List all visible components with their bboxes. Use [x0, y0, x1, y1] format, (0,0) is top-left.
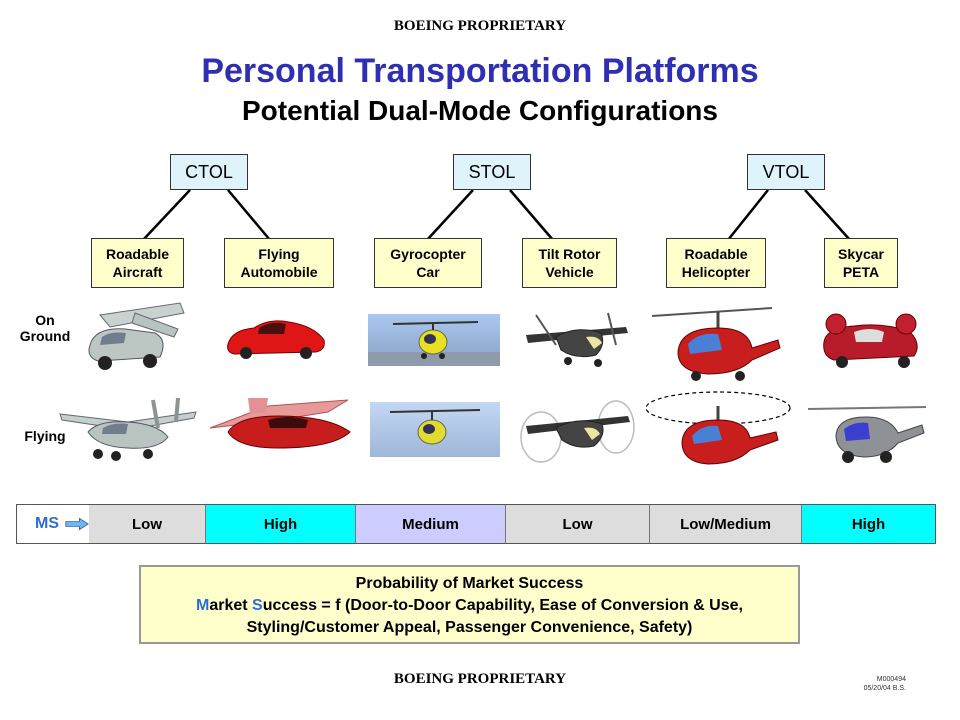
config-line1: Flying: [258, 246, 300, 262]
skycar-peta-ground-image: [823, 313, 918, 368]
box-formula: Market Success = f (Door-to-Door Capabil…: [141, 595, 798, 617]
config-line2: PETA: [842, 264, 880, 280]
flying-automobile-flying-image: [209, 398, 351, 449]
connector-ctol-roadable-aircraft: [142, 189, 191, 241]
box-formula-rest: uccess = f (Door-to-Door Capability, Eas…: [262, 597, 743, 614]
market-success-row: MS Low High Medium Low Low/Medium High: [16, 504, 936, 544]
connector-ctol-flying-automobile: [227, 189, 271, 241]
tree-connectors: [142, 189, 851, 241]
config-line2: Automobile: [240, 264, 318, 280]
ms-label: MS: [35, 515, 59, 532]
page-subtitle: Potential Dual-Mode Configurations: [242, 95, 718, 126]
ms-value-gyrocopter-car: Medium: [355, 505, 505, 543]
row-label-line1: On: [35, 312, 55, 328]
flying-automobile-ground-image: [227, 320, 325, 359]
config-line2: Vehicle: [545, 264, 594, 280]
ms-value-flying-automobile: High: [205, 505, 355, 543]
config-line1: Roadable: [684, 246, 748, 262]
arrow-right-icon: [65, 517, 89, 531]
config-line2: Car: [416, 264, 440, 280]
tilt-rotor-ground-image: [526, 312, 628, 367]
roadable-aircraft-ground-image: [88, 302, 185, 370]
gyrocopter-car-ground-image: [368, 314, 500, 366]
config-line2: Aircraft: [112, 264, 163, 280]
connector-stol-gyrocopter: [426, 189, 474, 241]
category-vtol: VTOL: [747, 154, 825, 190]
page-title: Personal Transportation Platforms: [201, 52, 759, 90]
row-label-line2: Ground: [19, 328, 71, 344]
config-line1: Tilt Rotor: [538, 246, 601, 262]
document-id: M000494: [876, 676, 906, 683]
box-formula-m: M: [196, 597, 210, 614]
ms-label-cell: MS: [17, 505, 89, 543]
tilt-rotor-flying-image: [520, 400, 635, 463]
roadable-helicopter-flying-image: [645, 391, 791, 465]
roadable-aircraft-flying-image: [59, 397, 197, 461]
document-reference: M000494 05/20/04 B.S.: [840, 675, 906, 693]
connector-vtol-skycar: [804, 189, 851, 241]
proprietary-footer: BOEING PROPRIETARY: [393, 671, 567, 687]
config-line2: Helicopter: [681, 264, 751, 280]
ms-value-tilt-rotor: Low: [505, 505, 649, 543]
roadable-helicopter-ground-image: [651, 307, 781, 381]
market-success-definition-box: Probability of Market Success Market Suc…: [139, 565, 800, 644]
box-title: Probability of Market Success: [355, 575, 584, 592]
category-ctol: CTOL: [170, 154, 248, 190]
config-line1: Gyrocopter: [390, 246, 466, 262]
ms-value-skycar-peta: High: [801, 505, 935, 543]
config-line1: Skycar: [838, 246, 884, 262]
config-line1: Roadable: [105, 246, 169, 262]
row-label-on-ground: On Ground: [10, 312, 80, 344]
box-formula-s: S: [252, 597, 263, 614]
connector-stol-tiltrotor: [509, 189, 554, 241]
document-date: 05/20/04 B.S.: [863, 685, 906, 692]
skycar-peta-flying-image: [807, 406, 927, 463]
ms-value-roadable-helicopter: Low/Medium: [649, 505, 801, 543]
connector-vtol-helicopter: [727, 189, 769, 241]
proprietary-header: BOEING PROPRIETARY: [393, 18, 567, 34]
row-label-flying: Flying: [24, 428, 66, 444]
category-stol: STOL: [453, 154, 531, 190]
gyrocopter-car-flying-image: [370, 402, 500, 457]
box-formula-continued: Styling/Customer Appeal, Passenger Conve…: [246, 619, 693, 636]
ms-value-roadable-aircraft: Low: [89, 505, 205, 543]
box-formula-arket: arket: [209, 597, 253, 614]
